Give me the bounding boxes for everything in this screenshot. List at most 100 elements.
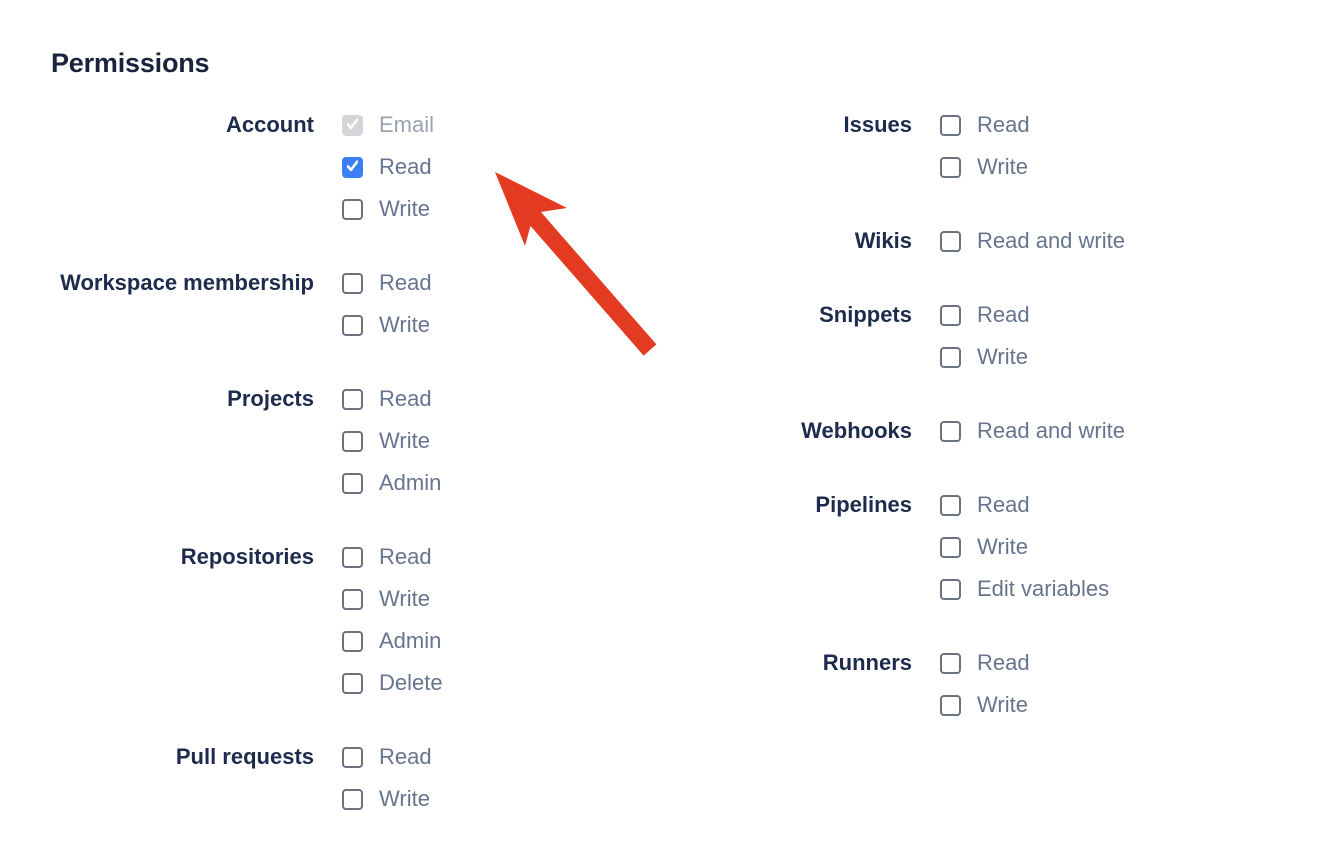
checkbox-pull-requests-write[interactable] [342, 788, 363, 810]
option-row-repositories-admin[interactable]: Admin [342, 620, 560, 662]
option-row-pull-requests-write[interactable]: Write [342, 778, 560, 820]
option-row-snippets-read[interactable]: Read [940, 294, 1220, 336]
option-label-repositories-read[interactable]: Read [379, 544, 432, 569]
group-label-wikis: Wikis [854, 228, 912, 253]
option-label-wikis-read-and-write[interactable]: Read and write [977, 228, 1125, 253]
checkbox-account-read[interactable] [342, 156, 363, 178]
option-row-repositories-write[interactable]: Write [342, 578, 560, 620]
option-label-runners-read[interactable]: Read [977, 650, 1030, 675]
option-row-pull-requests-read[interactable]: Read [342, 736, 560, 778]
option-label-pipelines-write[interactable]: Write [977, 534, 1028, 559]
group-label-repositories: Repositories [180, 544, 314, 569]
checkbox-webhooks-read-and-write[interactable] [940, 420, 961, 442]
option-row-runners-write[interactable]: Write [940, 684, 1220, 726]
option-row-webhooks-read-and-write[interactable]: Read and write [940, 410, 1220, 452]
checkbox-pipelines-write[interactable] [940, 536, 961, 558]
option-label-snippets-read[interactable]: Read [977, 302, 1030, 327]
checkbox-snippets-read[interactable] [940, 304, 961, 326]
checkbox-snippets-write[interactable] [940, 346, 961, 368]
checkbox-projects-read[interactable] [342, 388, 363, 410]
check-icon [347, 117, 358, 132]
option-label-pipelines-read[interactable]: Read [977, 492, 1030, 517]
checkbox-workspace-membership-write[interactable] [342, 314, 363, 336]
option-label-workspace-membership-write[interactable]: Write [379, 312, 430, 337]
checkbox-workspace-membership-read[interactable] [342, 272, 363, 294]
option-label-pull-requests-write[interactable]: Write [379, 786, 430, 811]
option-label-projects-admin[interactable]: Admin [379, 470, 442, 495]
check-icon [347, 159, 358, 174]
option-label-account-email: Email [379, 112, 435, 137]
group-label-pull-requests: Pull requests [175, 744, 314, 769]
page-title: Permissions [51, 48, 210, 78]
checkbox-wikis-read-and-write[interactable] [940, 230, 961, 252]
option-row-projects-read[interactable]: Read [342, 378, 560, 420]
option-row-repositories-read[interactable]: Read [342, 536, 560, 578]
option-label-issues-write[interactable]: Write [977, 154, 1028, 179]
option-label-pipelines-edit-variables[interactable]: Edit variables [977, 576, 1110, 601]
option-row-pipelines-edit-variables[interactable]: Edit variables [940, 568, 1220, 610]
group-label-projects: Projects [227, 386, 314, 411]
option-row-pipelines-read[interactable]: Read [940, 484, 1220, 526]
option-label-projects-read[interactable]: Read [379, 386, 432, 411]
option-row-runners-read[interactable]: Read [940, 642, 1220, 684]
checkbox-pipelines-edit-variables[interactable] [940, 578, 961, 600]
permission-group-wikis: Wikis Read and write [600, 220, 1220, 262]
option-row-workspace-membership-write[interactable]: Write [342, 304, 560, 346]
checkbox-projects-write[interactable] [342, 430, 363, 452]
option-row-issues-read[interactable]: Read [940, 104, 1220, 146]
option-label-repositories-write[interactable]: Write [379, 586, 430, 611]
checkbox-account-write[interactable] [342, 198, 363, 220]
option-label-webhooks-read-and-write[interactable]: Read and write [977, 418, 1125, 443]
checkbox-repositories-read[interactable] [342, 546, 363, 568]
option-row-account-write[interactable]: Write [342, 188, 560, 230]
checkbox-issues-write[interactable] [940, 156, 961, 178]
option-row-wikis-read-and-write[interactable]: Read and write [940, 220, 1220, 262]
checkbox-repositories-write[interactable] [342, 588, 363, 610]
checkbox-runners-read[interactable] [940, 652, 961, 674]
checkbox-runners-write[interactable] [940, 694, 961, 716]
option-row-snippets-write[interactable]: Write [940, 336, 1220, 378]
option-row-account-read[interactable]: Read [342, 146, 560, 188]
option-label-snippets-write[interactable]: Write [977, 344, 1028, 369]
option-label-account-write[interactable]: Write [379, 196, 430, 221]
checkbox-issues-read[interactable] [940, 114, 961, 136]
checkbox-projects-admin[interactable] [342, 472, 363, 494]
option-label-issues-read[interactable]: Read [977, 112, 1030, 137]
option-label-repositories-delete[interactable]: Delete [379, 670, 443, 695]
option-label-runners-write[interactable]: Write [977, 692, 1028, 717]
option-label-pull-requests-read[interactable]: Read [379, 744, 432, 769]
option-row-workspace-membership-read[interactable]: Read [342, 262, 560, 304]
checkbox-repositories-admin[interactable] [342, 630, 363, 652]
group-label-account: Account [226, 112, 314, 137]
option-row-projects-admin[interactable]: Admin [342, 462, 560, 504]
option-list-webhooks: Read and write [940, 410, 1220, 452]
option-label-projects-write[interactable]: Write [379, 428, 430, 453]
checkbox-pull-requests-read[interactable] [342, 746, 363, 768]
option-list-wikis: Read and write [940, 220, 1220, 262]
checkbox-repositories-delete[interactable] [342, 672, 363, 694]
option-label-repositories-admin[interactable]: Admin [379, 628, 442, 653]
option-row-pipelines-write[interactable]: Write [940, 526, 1220, 568]
option-row-repositories-delete[interactable]: Delete [342, 662, 560, 704]
checkbox-pipelines-read[interactable] [940, 494, 961, 516]
option-label-workspace-membership-read[interactable]: Read [379, 270, 432, 295]
option-row-issues-write[interactable]: Write [940, 146, 1220, 188]
option-label-account-read[interactable]: Read [379, 154, 432, 179]
option-row-projects-write[interactable]: Write [342, 420, 560, 462]
